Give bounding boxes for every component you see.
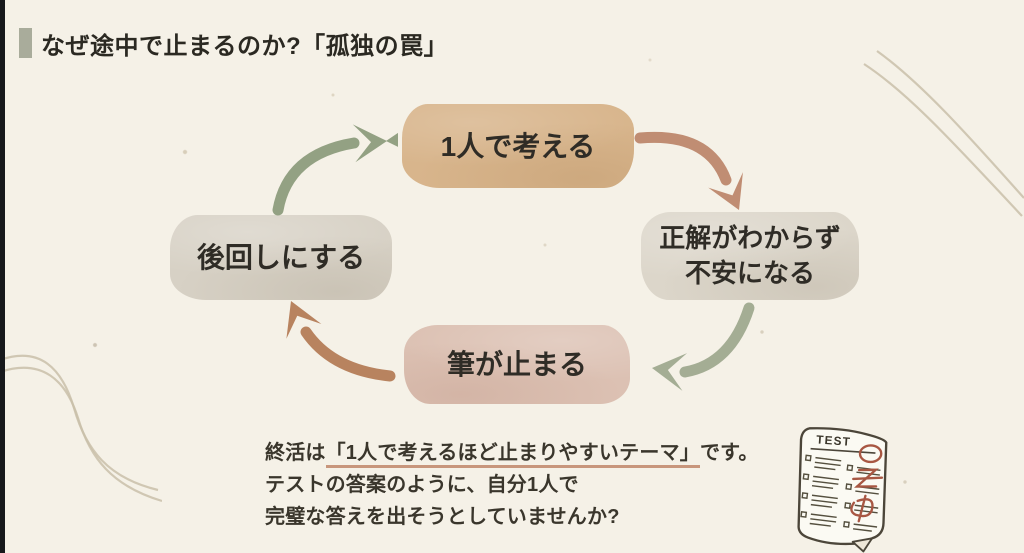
corner-swirl-top-right-icon <box>863 50 1024 217</box>
cycle-node-label-line2: 不安になる <box>684 258 815 288</box>
cycle-arrow-right-to-bottom-icon <box>652 302 755 391</box>
note-line1-suffix: です。 <box>699 442 759 464</box>
note-line-3: 完璧な答えを出そうとしていませんか? <box>265 506 620 528</box>
cycle-arrow-bottom-to-left-icon <box>286 301 396 382</box>
cycle-node-postpone: 後回しにする <box>170 215 392 300</box>
cycle-node-label: 後回しにする <box>196 242 366 273</box>
note-underline-emphasis: 「1人で考えるほど止まりやすいテーマ」 <box>325 442 700 468</box>
note-line-2: テストの答案のように、自分1人で <box>265 474 579 496</box>
test-paper-icon: TEST <box>797 427 888 553</box>
cycle-node-pen-stops: 筆が止まる <box>404 325 630 404</box>
note-line1-prefix: 終活は <box>265 442 326 464</box>
cycle-node-label: 筆が止まる <box>446 349 587 380</box>
corner-swirl-bottom-left-icon <box>0 354 162 503</box>
test-paper-title: TEST <box>816 433 852 448</box>
title-marker <box>19 28 32 58</box>
cycle-arrow-top-to-right-icon <box>634 131 743 210</box>
note-line-1: 終活は「1人で考えるほど止まりやすいテーマ」です。 <box>265 437 785 469</box>
cycle-node-think-alone: 1人で考える <box>402 104 634 188</box>
cycle-node-label: 1人で考える <box>440 130 596 162</box>
cycle-node-label-line1: 正解がわからず <box>659 222 841 253</box>
cycle-node-anxious: 正解がわからず 不安になる <box>641 212 859 300</box>
left-edge-bar <box>0 0 5 553</box>
slide-title: なぜ途中で止まるのか?「孤独の罠」 <box>41 33 449 60</box>
cycle-arrow-left-to-top-icon <box>272 122 398 216</box>
note-text: 終活は「1人で考えるほど止まりやすいテーマ」です。 テストの答案のように、自分1… <box>265 437 785 533</box>
